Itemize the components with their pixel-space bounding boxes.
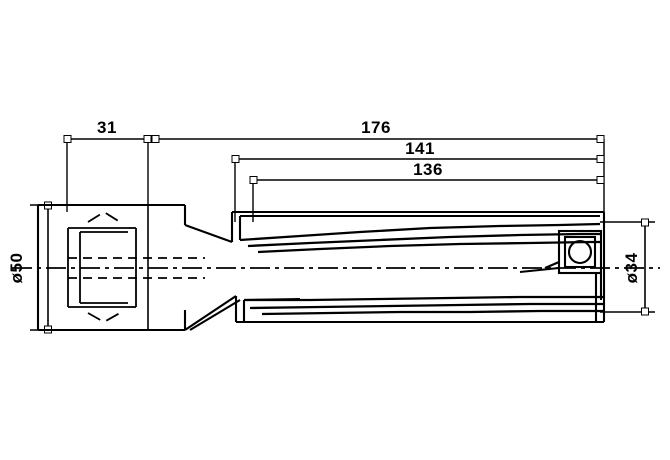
flute-line-lower-2 [249, 302, 604, 310]
dimension-terminators [44, 135, 649, 334]
tick-d34-top [641, 218, 649, 227]
body-taper [184, 224, 241, 331]
tick-136-right [596, 176, 605, 184]
insert-pocket [557, 229, 603, 275]
dimension-label-shank-length: 31 [97, 118, 117, 137]
flute-line-lower-1 [244, 295, 604, 302]
hidden-lines-coolant-bore [68, 257, 205, 279]
tick-31-right [143, 135, 152, 143]
insert-inner-square [563, 235, 597, 269]
tick-176-left [151, 135, 160, 143]
dimension-label-overall-length: 176 [361, 118, 391, 137]
flute-line-lower-3 [261, 309, 604, 316]
body-upper-outline [230, 210, 604, 242]
groove-top-mark [87, 210, 121, 223]
shank-groove-marks [87, 210, 121, 324]
tip-end-face [519, 212, 606, 322]
taper-top-outer [184, 224, 233, 243]
flute-lines-lower [244, 295, 604, 316]
tip-cutting-edge [544, 261, 560, 269]
groove-bottom-mark [87, 312, 121, 324]
flute-line-upper-1 [239, 222, 601, 242]
tick-141-left [231, 155, 240, 163]
insert-screw-hole [567, 239, 593, 265]
insert-outer-square [557, 229, 603, 275]
tip-relief-edge [519, 266, 560, 274]
tick-d34-bottom [641, 307, 649, 316]
dimension-label-usable-length: 136 [413, 160, 443, 179]
taper-bottom-outer [184, 295, 237, 331]
tick-141-right [596, 155, 605, 163]
dimension-label-flute-length: 141 [405, 139, 435, 158]
flute-line-upper-3 [257, 240, 600, 254]
tick-31-left [63, 135, 72, 143]
flute-line-upper-2 [247, 232, 600, 248]
tick-176-right [596, 135, 605, 143]
flute-lines-upper [239, 222, 601, 254]
shank-bore-detail [67, 227, 137, 308]
taper-bottom-inner [189, 299, 241, 331]
tick-136-left [249, 176, 258, 184]
